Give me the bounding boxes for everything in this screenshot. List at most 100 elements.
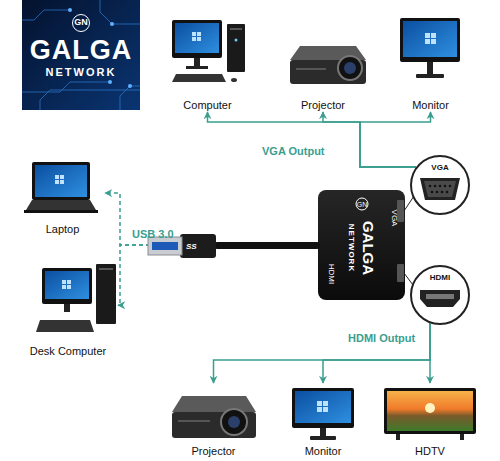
desktop-computer-icon xyxy=(175,23,219,53)
vga-port-symbol xyxy=(434,185,437,188)
connector-arrow xyxy=(323,323,430,383)
desk-computer-icon xyxy=(42,268,92,304)
desktop-computer-icon xyxy=(172,20,222,58)
desk-computer-icon xyxy=(99,268,113,270)
projector-icon xyxy=(172,396,256,412)
monitor-icon xyxy=(317,407,322,412)
adapter-ports xyxy=(397,264,404,282)
output-label: HDMI Output xyxy=(348,332,415,345)
projector-icon xyxy=(296,68,326,70)
device-caption: Projector xyxy=(301,99,345,112)
vga-port-symbol xyxy=(444,185,447,188)
laptop-icon xyxy=(24,162,98,213)
desktop-computer-icon xyxy=(231,78,237,82)
vga-port-symbol xyxy=(429,185,452,194)
desktop-computer-icon xyxy=(192,37,196,41)
monitor-icon xyxy=(403,21,457,57)
laptop-icon xyxy=(55,175,59,179)
connector-arrow xyxy=(429,323,431,383)
brand-subtitle: NETWORK xyxy=(46,66,117,78)
projector-icon xyxy=(338,56,362,80)
monitor-icon xyxy=(310,436,336,440)
vga-port-symbol xyxy=(436,191,439,194)
laptop-icon xyxy=(35,165,87,197)
brand-name: GALGA xyxy=(30,36,133,66)
hdtv-icon xyxy=(425,403,435,413)
projector-icon xyxy=(172,396,256,438)
device-box: Desk Computer xyxy=(18,262,118,358)
usb-cable xyxy=(148,234,320,258)
usb-cable xyxy=(152,242,178,250)
device-box: Projector xyxy=(283,12,363,112)
monitor-icon xyxy=(292,388,354,428)
logo-background xyxy=(22,10,70,20)
monitor-icon xyxy=(292,388,354,440)
projector-icon xyxy=(228,416,240,428)
adapter-ports xyxy=(397,200,404,282)
device-box: Laptop xyxy=(20,158,105,236)
monitor-icon xyxy=(323,401,328,406)
desktop-computer-icon xyxy=(235,39,238,42)
monitor-icon xyxy=(431,39,436,44)
port-name: HDMI xyxy=(412,273,468,283)
monitor-icon xyxy=(317,401,328,412)
logo-mark: GN xyxy=(72,14,90,32)
vga-port-symbol xyxy=(441,191,444,194)
logo-background xyxy=(68,8,72,12)
projector-icon xyxy=(344,62,356,74)
adapter-ports xyxy=(397,200,404,222)
adapter-body: GNGALGANETWORKVGAHDMI xyxy=(318,190,405,300)
interface-label: USB 3.0 xyxy=(132,228,174,241)
desktop-computer-icon xyxy=(186,66,208,69)
leader-line xyxy=(404,196,414,211)
device-caption: Monitor xyxy=(305,445,342,458)
vga-port-symbol xyxy=(439,185,442,188)
logo-background xyxy=(40,90,140,110)
hdmi-port-symbol xyxy=(420,290,460,307)
desktop-computer-icon xyxy=(194,58,200,66)
laptop-icon xyxy=(55,175,64,184)
monitor-icon xyxy=(425,39,430,44)
leader-line xyxy=(404,273,413,285)
desk-computer-icon xyxy=(45,271,89,299)
laptop-icon xyxy=(26,200,96,210)
vga-port-symbol xyxy=(420,178,460,200)
connector-arrow xyxy=(214,323,431,383)
connector-arrow xyxy=(323,112,416,167)
leader-line xyxy=(404,196,414,285)
vga-port-symbol xyxy=(446,191,449,194)
connector-arrow xyxy=(118,245,318,305)
usb-marking: SS xyxy=(186,240,197,253)
laptop-icon xyxy=(60,175,64,179)
logo-mark: GN xyxy=(356,198,369,211)
monitor-icon xyxy=(427,62,433,74)
port-callout: HDMI xyxy=(410,265,470,325)
logo-box: GN GALGANETWORK xyxy=(22,0,140,110)
port-callout: VGA xyxy=(410,155,470,215)
hdmi-port-symbol xyxy=(420,290,460,307)
usb-cable xyxy=(214,242,320,249)
connector-arrow xyxy=(105,193,318,245)
logo-background xyxy=(108,80,112,84)
monitor-icon xyxy=(295,391,351,423)
projector-icon xyxy=(178,420,210,422)
monitor-icon xyxy=(323,407,328,412)
monitor-icon xyxy=(400,18,460,78)
desk-computer-icon xyxy=(96,264,116,324)
monitor-icon xyxy=(431,33,436,38)
monitor-icon xyxy=(416,74,444,78)
hdtv-icon xyxy=(396,434,400,440)
connector-arrow xyxy=(208,112,417,167)
laptop-icon xyxy=(24,210,98,213)
device-box: Monitor xyxy=(393,12,468,112)
port-name: VGA xyxy=(390,210,398,227)
desk-computer-icon xyxy=(62,280,66,284)
logo-background xyxy=(100,0,140,24)
laptop-icon xyxy=(55,180,59,184)
device-caption: Desk Computer xyxy=(30,345,106,358)
desktop-computer-icon xyxy=(197,37,201,41)
vga-port-symbol xyxy=(431,191,434,194)
desktop-computer-icon xyxy=(192,32,196,36)
monitor-icon xyxy=(400,18,460,62)
hdtv-icon xyxy=(460,434,464,440)
